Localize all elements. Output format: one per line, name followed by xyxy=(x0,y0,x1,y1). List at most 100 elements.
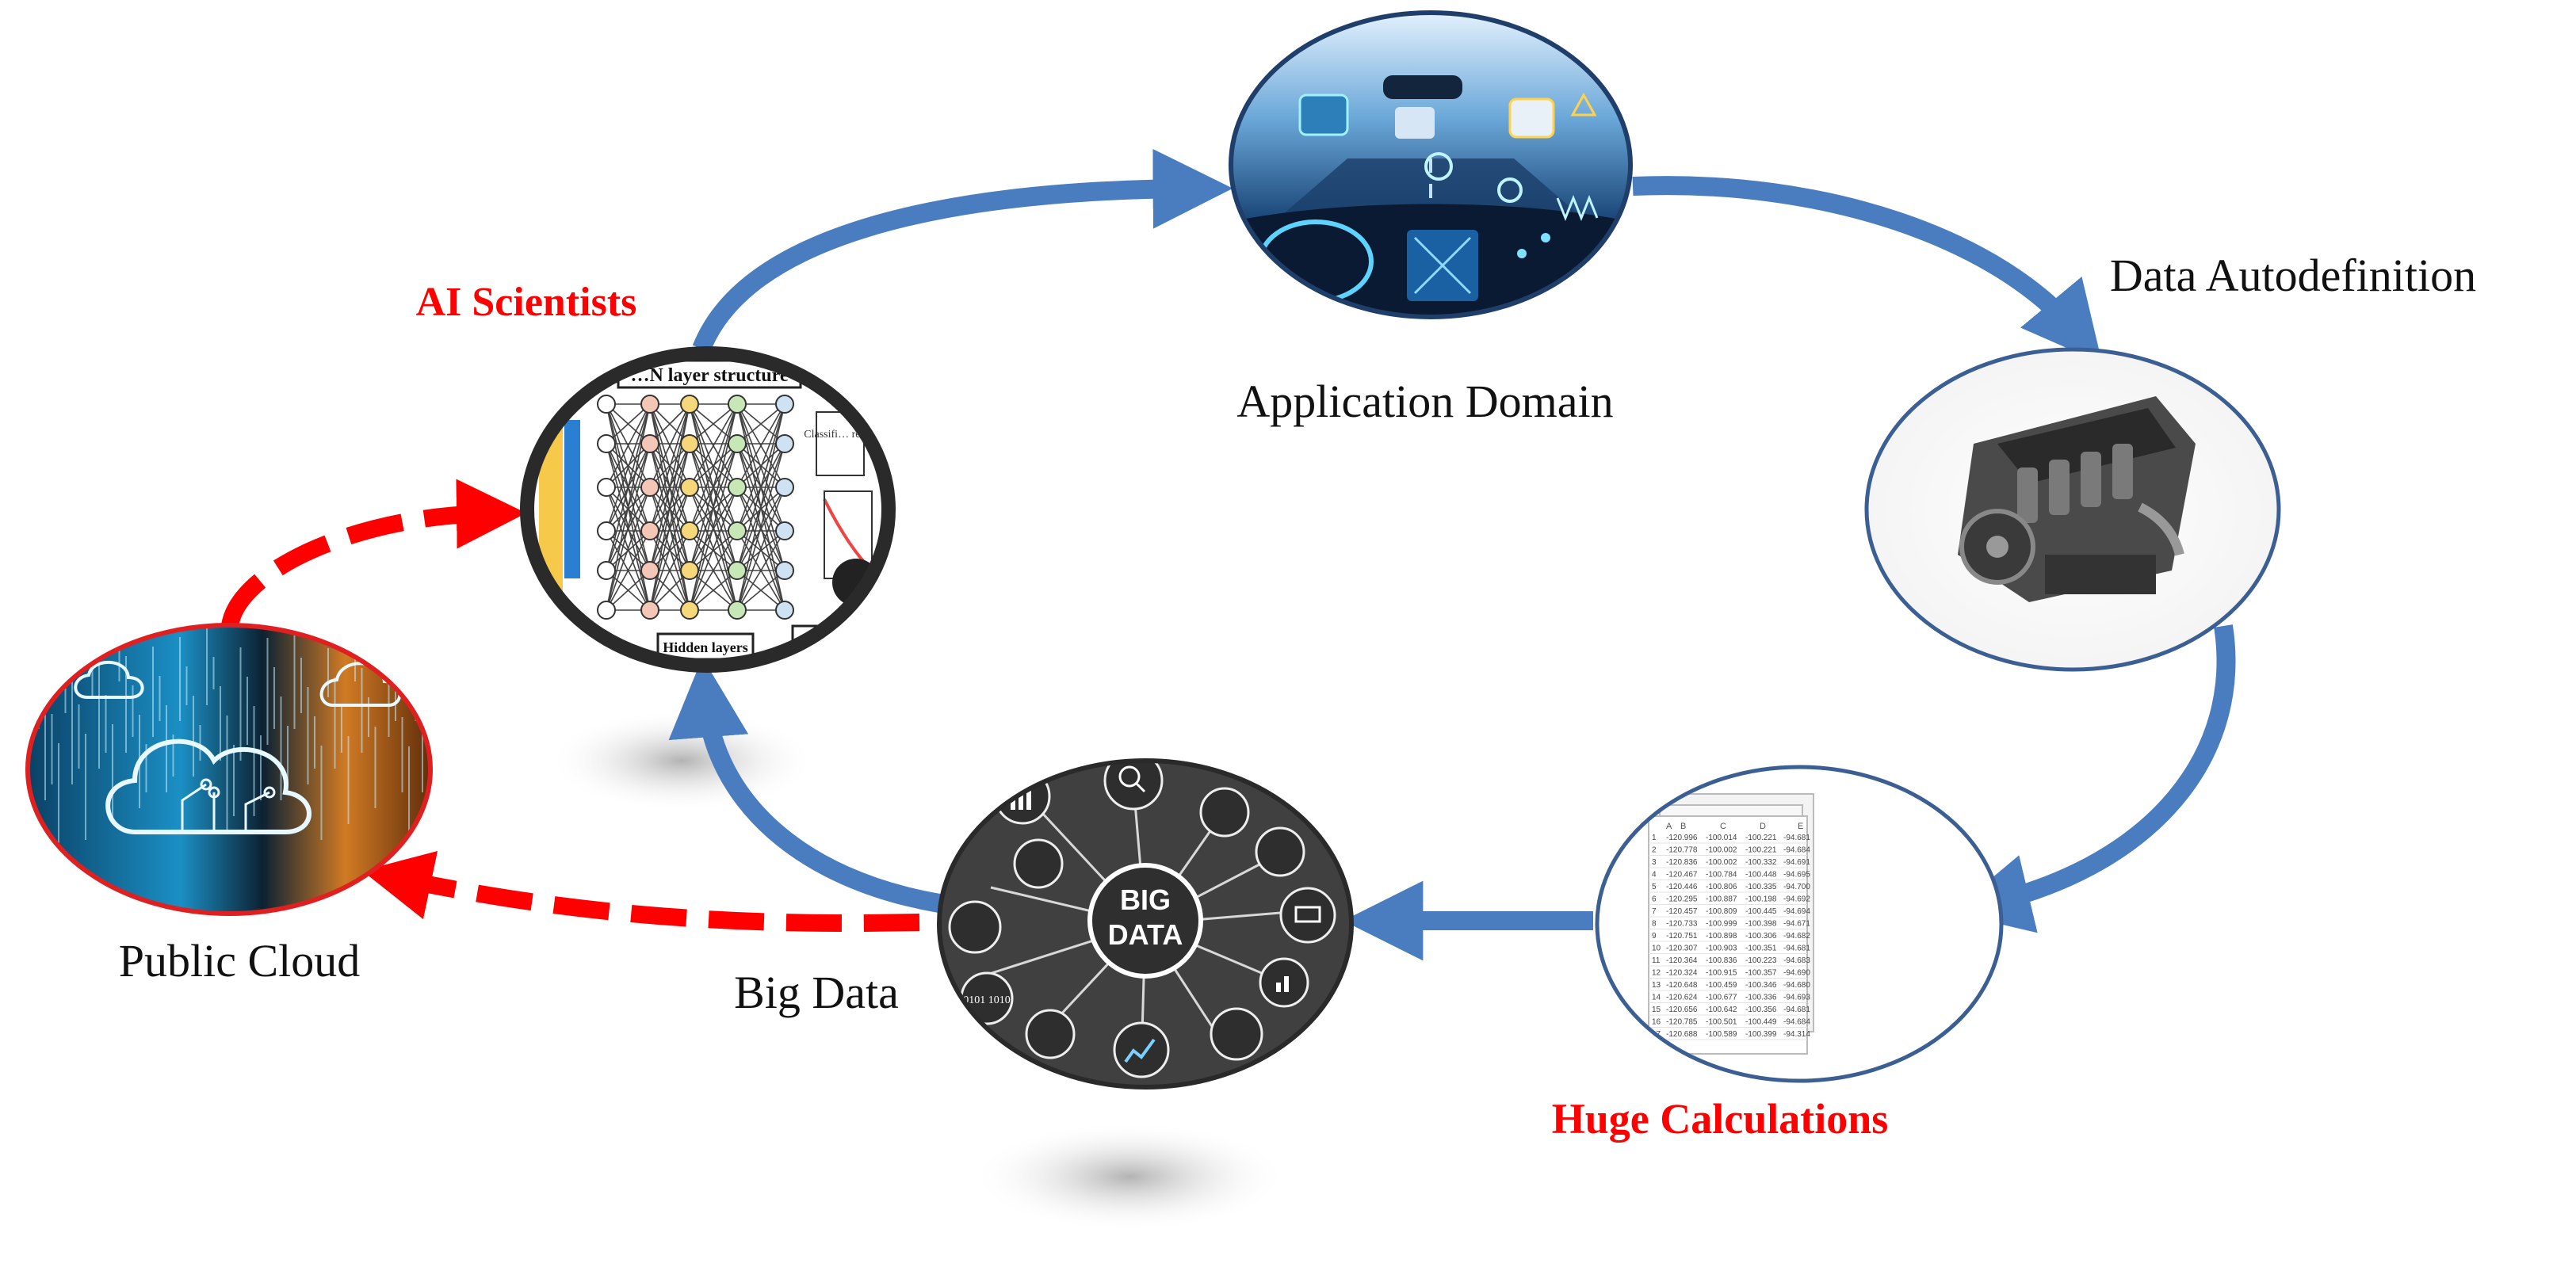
sheet-cell: -100.002 xyxy=(1706,846,1737,855)
magnifier-icon xyxy=(1103,761,1164,811)
sheet-cell: -100.399 xyxy=(1745,1030,1777,1039)
sheet-cell: 5 xyxy=(1652,883,1657,891)
sheet-cell: -100.903 xyxy=(1706,945,1737,953)
sheet-cell: -120.688 xyxy=(1666,1030,1698,1039)
laptop-icon xyxy=(1279,887,1336,944)
nn-title-text: …N layer structure xyxy=(630,365,788,386)
sheet-cell: 12 xyxy=(1652,969,1661,978)
nn-hidden-layers-label: Hidden layers xyxy=(663,639,748,655)
big-data-image: 0101 1010 BIG DATA xyxy=(937,758,1354,1090)
sheet-cell: -94.692 xyxy=(1783,895,1810,904)
sheet-cell: 8 xyxy=(1652,920,1657,929)
sheet-cell: -94.684 xyxy=(1783,1018,1810,1027)
monitor-icon xyxy=(1013,838,1064,889)
sheet-cell: -120.307 xyxy=(1666,945,1698,953)
sheet-cell: 1 xyxy=(1652,834,1657,842)
sheet-cell: -120.457 xyxy=(1666,907,1698,916)
sheet-cell: -100.335 xyxy=(1745,883,1777,891)
label-huge-calculations: Huge Calculations xyxy=(1552,1095,1889,1143)
sheet-cell: -120.785 xyxy=(1666,1018,1698,1027)
neural-network-image: Classifi… result …N layer structure Hidd… xyxy=(520,346,896,673)
sheet-cell: -100.398 xyxy=(1745,920,1777,929)
sheet-cell: -100.836 xyxy=(1706,956,1737,965)
sheet-cell: -120.751 xyxy=(1666,932,1698,941)
public-cloud-image xyxy=(25,623,433,916)
sheet-cell: -120.295 xyxy=(1666,895,1698,904)
application-domain-image xyxy=(1229,10,1633,319)
sheet-cell: -100.784 xyxy=(1706,871,1737,880)
sheet-cell: 4 xyxy=(1652,871,1657,880)
shadow-under-nn xyxy=(547,709,816,812)
sheet-cell: -100.014 xyxy=(1706,834,1737,842)
sheet-cell: 2 xyxy=(1652,846,1657,855)
gear-link-icon xyxy=(1025,1009,1076,1059)
sheet-cell: -120.467 xyxy=(1666,871,1698,880)
sheet-column-header: C xyxy=(1720,822,1726,831)
sheet-cell: -94.684 xyxy=(1783,846,1810,855)
sheet-cell: -94.695 xyxy=(1783,871,1810,880)
sheet-cell: -100.306 xyxy=(1745,932,1777,941)
sheet-cell: -94.680 xyxy=(1783,981,1810,990)
dashed-arrow-big-data-to-cloud xyxy=(361,850,920,933)
arrow-big-data-to-nn xyxy=(668,657,942,913)
sheet-cell: 3 xyxy=(1652,858,1657,867)
sheet-cell: -100.459 xyxy=(1706,981,1737,990)
sheet-column-header: A xyxy=(1666,822,1672,831)
sheet-cell: -94.681 xyxy=(1783,834,1810,842)
sheet-cell: 14 xyxy=(1652,994,1661,1002)
sheet-cell: -100.198 xyxy=(1745,895,1777,904)
sheet-cell: -100.501 xyxy=(1706,1018,1737,1027)
label-ai-scientists: AI Scientists xyxy=(416,280,637,325)
sheet-cell: 6 xyxy=(1652,895,1657,904)
arrow-nn-to-application xyxy=(692,148,1233,353)
sheet-cell: -100.445 xyxy=(1745,907,1777,916)
sheet-cell: -100.449 xyxy=(1745,1018,1777,1027)
sheet-cell: -120.836 xyxy=(1666,858,1698,867)
label-data-autodefinition: Data Autodefinition xyxy=(2110,250,2476,301)
network-icon xyxy=(1199,787,1250,838)
big-data-center xyxy=(1087,863,1203,979)
big-data-center-line2: DATA xyxy=(1108,918,1183,951)
sheet-cell: -100.806 xyxy=(1706,883,1737,891)
growth-chart-icon xyxy=(948,900,1002,954)
sheet-cell: -100.589 xyxy=(1706,1030,1737,1039)
sheet-cell: 7 xyxy=(1652,907,1657,916)
label-big-data: Big Data xyxy=(734,967,899,1018)
big-data-center-line1: BIG xyxy=(1120,883,1171,916)
sheet-cell: -100.898 xyxy=(1706,932,1737,941)
sheet-column-header: B xyxy=(1680,822,1686,831)
sheet-cell: -100.221 xyxy=(1745,834,1777,842)
sheet-cell: -100.357 xyxy=(1745,969,1777,978)
binary-text: 0101 1010 xyxy=(963,994,1011,1006)
sheet-cell: -94.690 xyxy=(1783,969,1810,978)
sheet-cell: -100.356 xyxy=(1745,1006,1777,1014)
sheet-cell: -100.346 xyxy=(1745,981,1777,990)
sheet-cell: -100.642 xyxy=(1706,1006,1737,1014)
sheet-cell: 16 xyxy=(1652,1018,1661,1027)
trend-icon xyxy=(1113,1021,1170,1078)
sheet-column-header: D xyxy=(1760,822,1766,831)
engine-image xyxy=(1864,347,2281,672)
flowchart-icon xyxy=(1210,1007,1263,1061)
sheet-cell: -100.332 xyxy=(1745,858,1777,867)
sheet-cell: -100.223 xyxy=(1745,956,1777,965)
percent-icon xyxy=(1255,826,1305,877)
sheet-cell: -100.002 xyxy=(1706,858,1737,867)
sheet-cell: 9 xyxy=(1652,932,1657,941)
sheet-cell: -94.694 xyxy=(1783,907,1810,916)
sheet-cell: -94.671 xyxy=(1783,920,1810,929)
wifi-icon xyxy=(1497,177,1523,203)
sheet-cell: -120.648 xyxy=(1666,981,1698,990)
sheet-cell: -120.996 xyxy=(1666,834,1698,842)
sheet-cell: -120.778 xyxy=(1666,846,1698,855)
location-pin-icon xyxy=(1424,152,1453,181)
sheet-cell: -100.351 xyxy=(1745,945,1777,953)
sheet-cell: -120.656 xyxy=(1666,1006,1698,1014)
sheet-cell: -94.314 xyxy=(1783,1030,1810,1039)
sheet-cell: -94.681 xyxy=(1783,1006,1810,1014)
sheet-cell: 10 xyxy=(1652,945,1661,953)
cloud-icon xyxy=(105,738,311,834)
sheet-cell: -120.324 xyxy=(1666,969,1698,978)
